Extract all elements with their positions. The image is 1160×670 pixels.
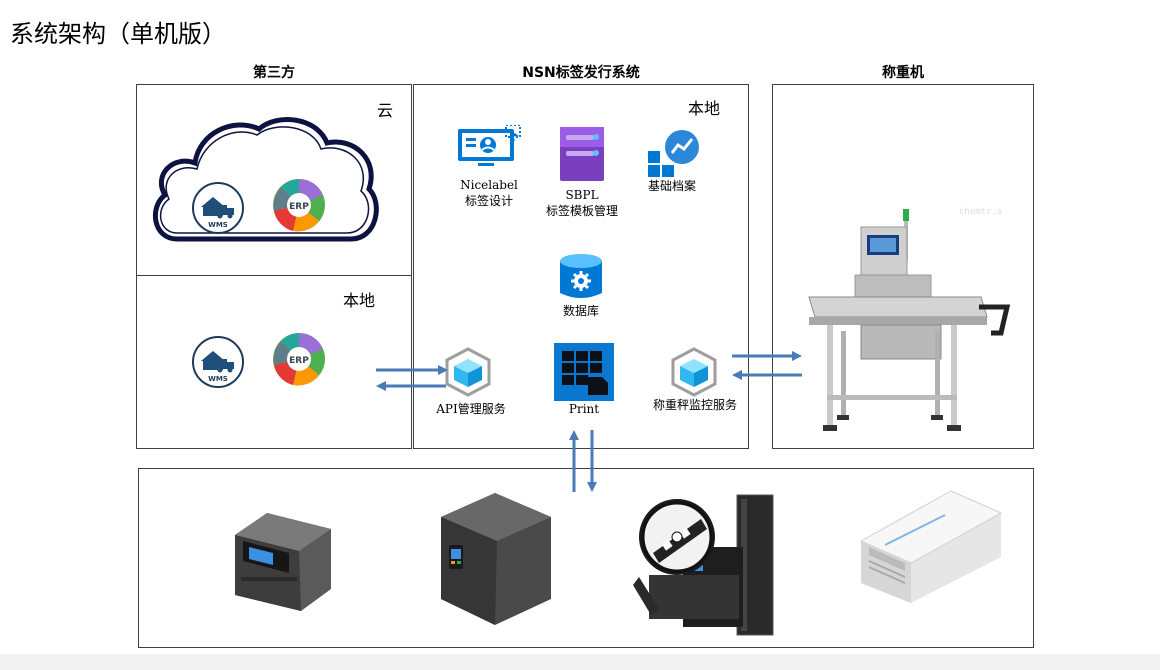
wms-label: WMS (208, 221, 228, 229)
nicelabel-label: Nicelabel 标签设计 (444, 177, 534, 209)
page-title: 系统架构（单机版） (10, 20, 226, 48)
basic-archive-label: 基础档案 (647, 179, 696, 193)
nsn-local-label: 本地 (687, 99, 720, 118)
footer-band (0, 654, 1160, 670)
api-service-icon (445, 347, 491, 397)
panel-divider (137, 275, 411, 276)
nicelabel-desc: 标签设计 (464, 194, 513, 208)
weigh-monitor-service-label: 称重秤监控服务 (652, 398, 737, 412)
print-service-icon (554, 343, 614, 401)
checkweigher-heading: 称重机 (882, 65, 924, 81)
arrow-down-to-printers-head (587, 482, 597, 492)
sbpl-label: SBPL 标签模板管理 (532, 187, 632, 219)
wms-icon: WMS (192, 182, 244, 234)
basic-archive-icon (648, 130, 699, 177)
print-label: Print (568, 402, 600, 416)
print-engine-image (633, 494, 774, 636)
printers-panel (138, 468, 1034, 648)
wms-local-icon: WMS (192, 336, 244, 388)
sbpl-template-icon (560, 127, 604, 181)
sbpl-desc: 标签模板管理 (545, 204, 618, 218)
wms-local-label: WMS (208, 375, 228, 383)
arrow-from-checkweigher-head (732, 370, 742, 380)
desktop-white-printer-image (859, 490, 1003, 603)
local-label: 本地 (342, 291, 375, 310)
nicelabel-name: Nicelabel (460, 178, 518, 192)
erp-local-icon: ERP (273, 333, 325, 386)
nsn-system-heading: NSN标签发行系统 (522, 65, 640, 81)
weigh-monitor-service-icon (671, 347, 717, 397)
checkweigher-machine-image (808, 209, 1011, 431)
erp-label: ERP (289, 202, 309, 212)
nicelabel-monitor-icon (458, 125, 521, 166)
api-service-label: API管理服务 (436, 402, 506, 416)
nsn-system-panel: 本地 Nicelabel 标签设计 SBPL 标签模板管理 基础档案 (413, 84, 749, 449)
watermark: chemtr.s (959, 207, 1003, 217)
arrow-up-to-print-head (569, 430, 579, 440)
checkweigher-panel: chemtr.s (772, 84, 1034, 449)
sbpl-name: SBPL (565, 188, 599, 202)
industrial-label-printer-image (441, 493, 551, 625)
third-party-heading: 第三方 (253, 65, 295, 81)
cloud-label: 云 (376, 101, 393, 120)
arrow-from-api-head (376, 381, 386, 391)
erp-local-label: ERP (289, 356, 309, 366)
third-party-panel: 云 本地 WMS ERP WMS (136, 84, 412, 449)
arrow-to-checkweigher-head (792, 351, 802, 361)
desktop-label-printer-image (235, 513, 331, 611)
database-icon (560, 254, 602, 298)
arrow-to-api-head (438, 365, 448, 375)
erp-icon: ERP (273, 179, 325, 232)
database-label: 数据库 (562, 304, 599, 318)
